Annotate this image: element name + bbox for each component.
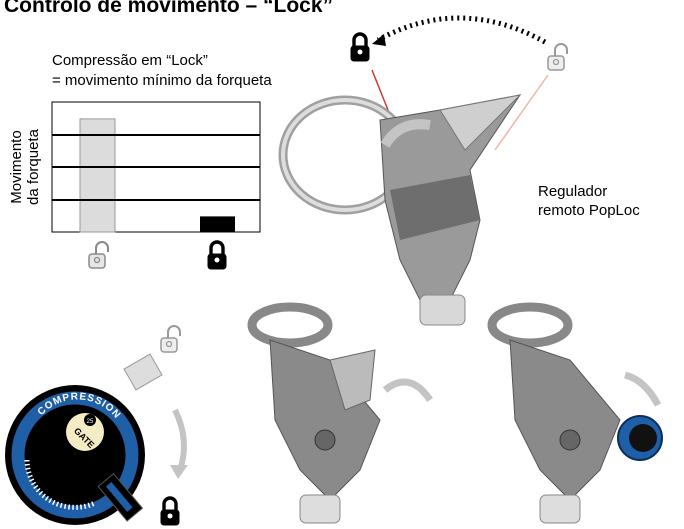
arrowhead [372, 34, 386, 46]
remote-lever-dial-position [487, 302, 663, 524]
unlock-icon [160, 325, 181, 353]
unlock-icon [547, 43, 568, 71]
unlock-icon [88, 241, 109, 269]
unlocked-position-line [494, 74, 549, 151]
page-title: Controlo de movimento – “Lock” [4, 0, 334, 17]
remote-label-line2: remoto PopLoc [538, 202, 640, 219]
chart-subtitle-line2: = movimento mínimo da forqueta [52, 72, 272, 89]
bar-chart [51, 101, 261, 271]
remote-label: Regulador remoto PopLoc [538, 182, 640, 220]
poploc-remote-illustration [278, 94, 522, 326]
lock-icon [206, 240, 228, 271]
remote-label-line1: Regulador [538, 183, 608, 200]
gate-badge: 25 [87, 419, 94, 425]
lock-icon [349, 32, 371, 63]
compression-dial: COMPRESSION GATE 25 [5, 325, 188, 527]
bar-lock [200, 216, 235, 232]
dotted-arrow [376, 15, 547, 45]
remote-lever-lock-position [247, 302, 433, 524]
lock-icon [159, 496, 181, 527]
chart-subtitle-line1: Compressão em “Lock” [52, 52, 208, 69]
bar-unlock [79, 118, 116, 233]
